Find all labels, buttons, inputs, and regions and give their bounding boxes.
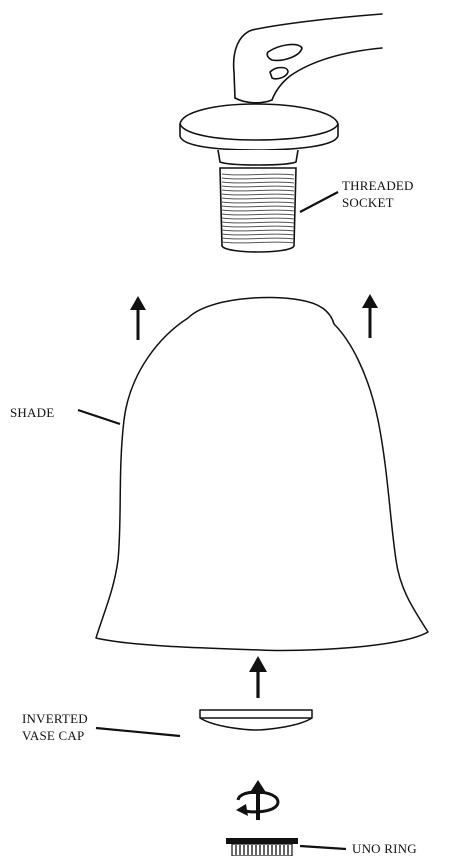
canopy xyxy=(180,104,338,165)
threaded-socket xyxy=(220,168,296,252)
uno-ring-label: UNO RING xyxy=(352,840,417,857)
shade-leader xyxy=(78,410,120,424)
arrow-up-center xyxy=(249,656,267,698)
threaded-socket-leader xyxy=(300,192,338,212)
threaded-socket-label: THREADED SOCKET xyxy=(342,177,414,211)
threaded-socket-label-line1: THREADED xyxy=(342,177,414,194)
threaded-socket-label-line2: SOCKET xyxy=(342,194,414,211)
arrow-up-right xyxy=(362,294,378,338)
rotate-arrow-icon xyxy=(236,780,278,820)
uno-ring xyxy=(226,838,298,856)
inverted-vase-cap-label-line1: INVERTED xyxy=(22,710,88,727)
inverted-vase-cap xyxy=(200,710,312,730)
inverted-vase-cap-label-line2: VASE CAP xyxy=(22,727,88,744)
fixture-arm xyxy=(234,14,382,103)
uno-ring-leader xyxy=(300,846,346,849)
shade-label: SHADE xyxy=(10,404,54,421)
inverted-vase-cap-label: INVERTED VASE CAP xyxy=(22,710,88,744)
arrow-up-left xyxy=(130,296,146,340)
vase-cap-leader xyxy=(96,728,180,736)
shade xyxy=(96,297,428,650)
